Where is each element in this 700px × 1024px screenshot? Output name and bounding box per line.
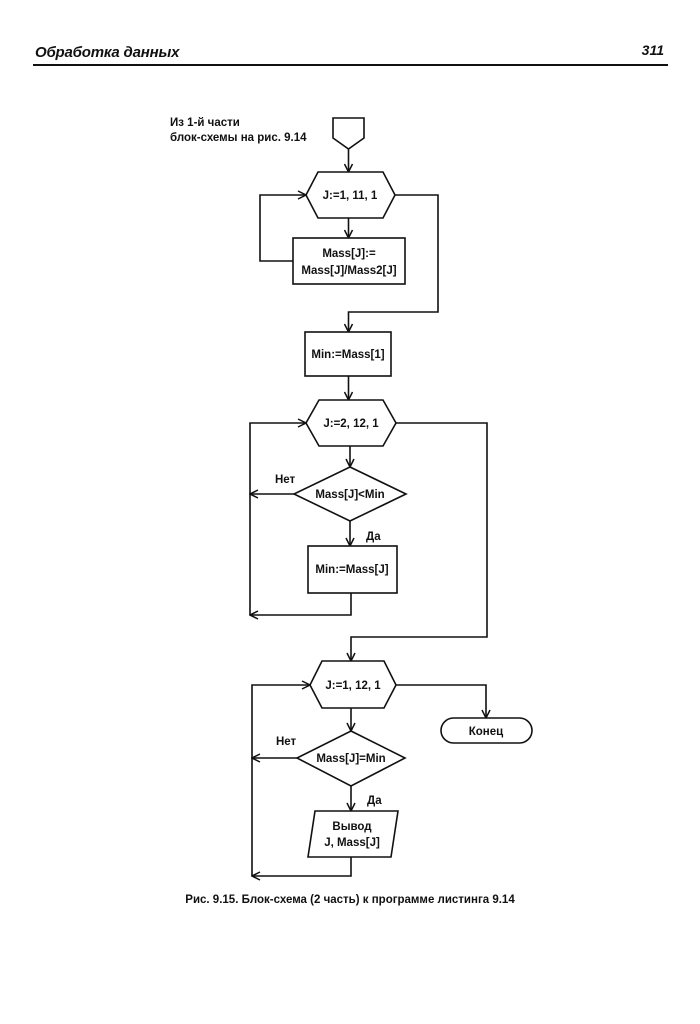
loop2-label: J:=2, 12, 1 — [323, 418, 379, 430]
offpage-connector — [332, 117, 365, 150]
output-return-edge — [252, 857, 352, 876]
section-title: Обработка данных — [35, 44, 180, 61]
decision2-diamond: Mass[J]=Min — [295, 730, 407, 787]
decision2-no-label: Нет — [276, 736, 297, 748]
process2-label: Min:=Mass[1] — [311, 349, 384, 361]
entry-note-line-1: Из 1-й части — [170, 117, 240, 129]
process1-line-2: Mass[J]/Mass2[J] — [301, 265, 396, 277]
decision1-diamond: Mass[J]<Min — [292, 466, 408, 522]
decision1-no-label: Нет — [275, 474, 296, 486]
process2-box: Min:=Mass[1] — [304, 331, 392, 377]
figure-caption: Рис. 9.15. Блок-схема (2 часть) к програ… — [185, 894, 515, 906]
loop2-back-edge — [249, 423, 306, 615]
loop1-exit-edge — [349, 194, 439, 332]
decision1-yes-label: Да — [366, 531, 381, 543]
end-label: Конец — [469, 726, 503, 738]
entry-note: Из 1-й части блок-схемы на рис. 9.14 — [170, 116, 307, 146]
process1-line-1: Mass[J]:= — [322, 248, 376, 260]
header-rule — [33, 64, 668, 66]
output-line-2: J, Mass[J] — [324, 837, 380, 849]
loop2-hexagon: J:=2, 12, 1 — [305, 399, 397, 447]
loop3-hexagon: J:=1, 12, 1 — [309, 660, 397, 709]
decision1-label: Mass[J]<Min — [315, 489, 384, 501]
loop3-exit-edge — [396, 684, 486, 718]
decision2-yes-label: Да — [367, 795, 382, 807]
decision2-label: Mass[J]=Min — [316, 753, 385, 765]
process3-box: Min:=Mass[J] — [307, 545, 398, 594]
output-line-1: Вывод — [332, 821, 372, 833]
loop1-label: J:=1, 11, 1 — [323, 190, 378, 202]
loop1-back-edge — [259, 195, 306, 262]
process3-label: Min:=Mass[J] — [315, 564, 388, 576]
process1-box: Mass[J]:= Mass[J]/Mass2[J] — [292, 237, 406, 285]
entry-note-line-2: блок-схемы на рис. 9.14 — [170, 132, 307, 144]
process3-return-edge — [250, 593, 352, 615]
end-terminator: Конец — [440, 717, 533, 744]
page-number: 311 — [641, 42, 664, 58]
loop3-label: J:=1, 12, 1 — [325, 680, 381, 692]
output-parallelogram: Вывод J, Mass[J] — [307, 810, 399, 858]
loop1-hexagon: J:=1, 11, 1 — [305, 171, 396, 219]
loop2-exit-edge — [351, 422, 488, 661]
loop3-back-edge — [251, 685, 310, 876]
